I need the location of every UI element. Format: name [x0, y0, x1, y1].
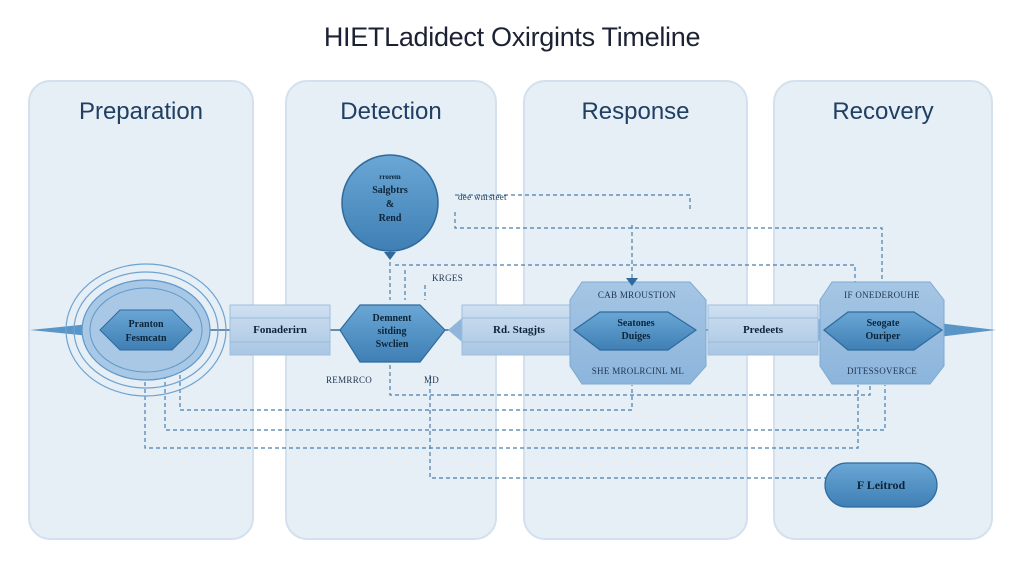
- detection-circle-line1: rrorem: [379, 173, 401, 181]
- detection-circle-line4: Rend: [378, 213, 402, 224]
- detection-main-label: Demnent sitding Swclien: [352, 312, 432, 351]
- response-main-line1: Seatones: [617, 318, 655, 329]
- response-main-line2: Duiges: [621, 331, 651, 342]
- connector-band-1: [229, 304, 331, 356]
- response-main-node: [569, 278, 707, 385]
- lane-label-detection: Detection: [340, 98, 442, 125]
- recovery-main-line1: Seogate: [866, 318, 900, 329]
- detection-circle-line2: Salgbtrs: [372, 185, 408, 196]
- diagram-title: HIETLadidect Oxirgints Timeline: [323, 22, 701, 52]
- preparation-node-line2: Fesmcatn: [125, 333, 167, 344]
- recovery-main-line2: Ouriper: [865, 331, 901, 342]
- recovery-main-label: Seogate Ouriper: [843, 317, 923, 343]
- response-box-top-label: CAB MROUSTION: [597, 290, 677, 300]
- dashed-connectors: [144, 194, 886, 479]
- recovery-main-node: [819, 281, 945, 385]
- connector-band-2: [448, 304, 578, 356]
- preparation-node-label: Pranton Fesmcatn: [106, 318, 186, 346]
- response-box-bottom-label: SHE MROLRCINL ML: [591, 366, 685, 376]
- detection-main-line3: Swclien: [375, 339, 409, 350]
- annotation-4: MD: [424, 375, 440, 385]
- connector3-label: Predeets: [742, 324, 784, 336]
- lane-label-response: Response: [581, 98, 690, 125]
- preparation-node: [65, 263, 227, 397]
- annotation-1: dee wnrsteet: [458, 192, 507, 202]
- detection-main-line2: sitding: [377, 326, 407, 337]
- connector-band-3: [707, 304, 830, 356]
- connector2-label: Rd. Stagjts: [493, 324, 545, 336]
- recovery-pill-label: F Leitrod: [856, 478, 906, 492]
- recovery-box-top-label: IF ONEDEROUHE: [844, 290, 920, 300]
- preparation-node-line1: Pranton: [128, 319, 164, 330]
- detection-circle-label: rrorem Salgbtrs & Rend: [350, 170, 430, 226]
- detection-circle-node: [341, 154, 439, 260]
- detection-main-node: [339, 304, 446, 363]
- recovery-pill-node: [824, 462, 938, 508]
- detection-main-line1: Demnent: [372, 313, 412, 324]
- lane-label-preparation: Preparation: [78, 98, 204, 125]
- connector1-label: Fonaderirn: [253, 324, 307, 336]
- annotation-2: KRGES: [432, 273, 464, 283]
- recovery-box-bottom-label: DITESSOVERCE: [846, 366, 918, 376]
- lane-label-recovery: Recovery: [832, 98, 934, 125]
- detection-circle-line3: &: [385, 199, 395, 210]
- response-main-label: Seatones Duiges: [596, 317, 676, 343]
- annotation-3: REMRRCO: [326, 375, 373, 385]
